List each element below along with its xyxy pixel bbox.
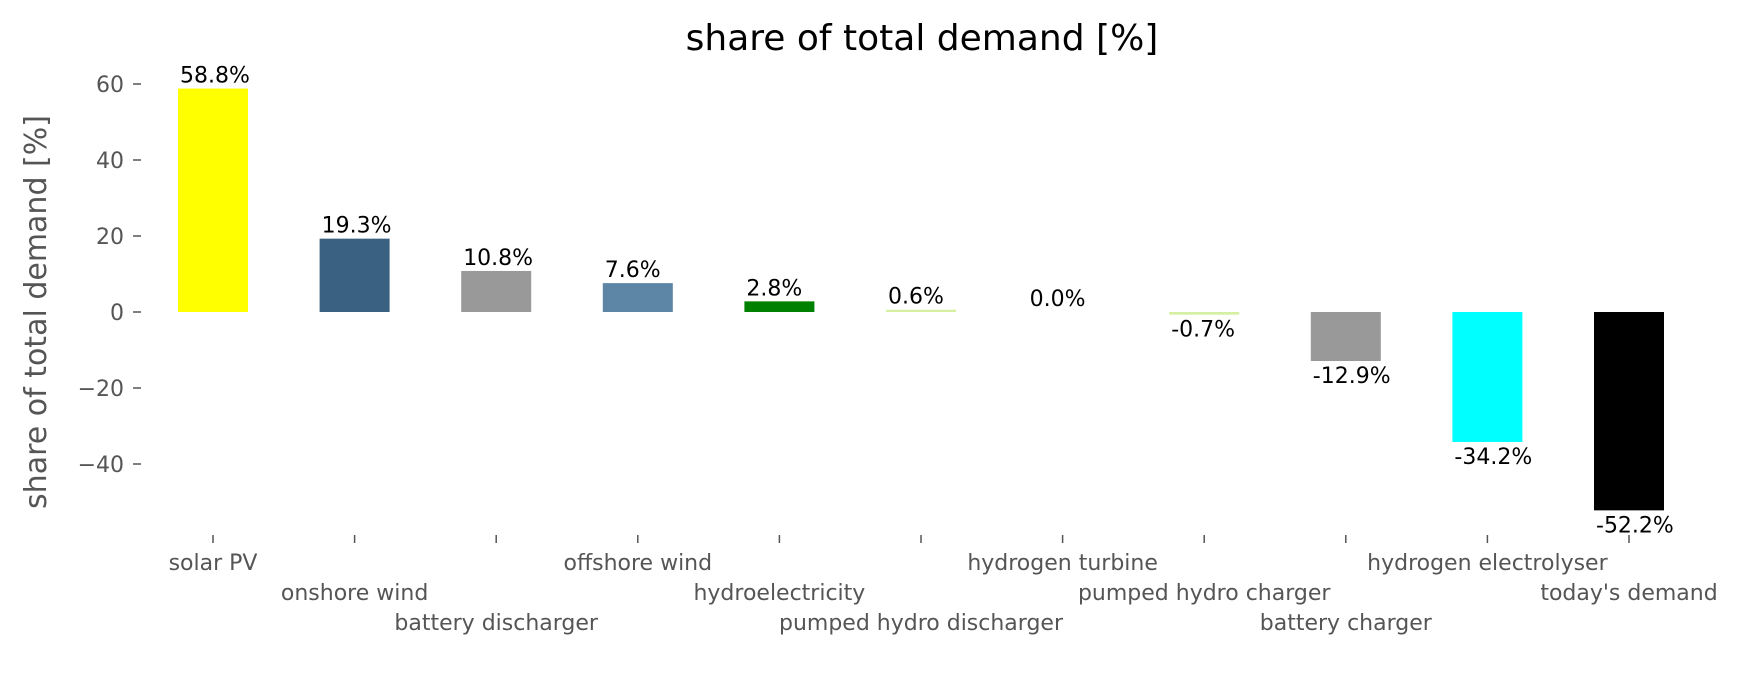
bar (1310, 312, 1381, 362)
x-tick-label: today's demand (1540, 581, 1717, 606)
data-label: -34.2% (1454, 445, 1532, 470)
x-tick-label: battery charger (1260, 611, 1433, 636)
bar (886, 309, 956, 312)
x-tick-label: hydrogen turbine (967, 551, 1158, 576)
y-tick-label: −40 (78, 453, 124, 478)
y-tick-label: 0 (110, 301, 124, 326)
x-axis: solar PV onshore wind battery discharger of… (169, 535, 1718, 636)
bar (319, 238, 390, 312)
data-label: 7.6% (605, 258, 661, 283)
chart-title: share of total demand [%] (686, 18, 1159, 59)
x-tick-label: pumped hydro discharger (779, 611, 1064, 636)
x-tick-label: onshore wind (281, 581, 428, 606)
data-label: 2.8% (746, 276, 802, 301)
bar (1452, 312, 1523, 442)
y-axis-label: share of total demand [%] (19, 115, 54, 509)
y-axis: 60 40 20 0 −20 −40 (78, 73, 141, 478)
y-tick-label: 20 (96, 225, 124, 250)
data-label: -12.9% (1313, 364, 1391, 389)
x-tick-label: hydrogen electrolyser (1367, 551, 1608, 576)
bar (602, 283, 673, 312)
data-label: 10.8% (463, 246, 533, 271)
y-tick-label: 60 (96, 73, 124, 98)
y-tick-label: 40 (96, 149, 124, 174)
x-tick-label: hydroelectricity (693, 581, 865, 606)
data-label: 0.6% (888, 285, 944, 310)
x-tick-label: pumped hydro charger (1078, 581, 1331, 606)
bar (461, 270, 532, 312)
bars: 58.8% 19.3% 10.8% 7.6% 2.8% 0.6% 0.0% -0.7% -12.… (178, 64, 1674, 538)
bar (1169, 312, 1240, 315)
bar (178, 88, 248, 312)
data-label: -52.2% (1596, 513, 1674, 538)
y-tick-label: −20 (78, 377, 124, 402)
data-label: 0.0% (1030, 287, 1086, 312)
bar (744, 301, 815, 312)
data-label: -0.7% (1171, 318, 1235, 343)
x-tick-label: offshore wind (564, 551, 713, 576)
data-label: 58.8% (180, 64, 250, 89)
data-label: 19.3% (322, 214, 392, 239)
x-tick-label: battery discharger (394, 611, 599, 636)
bar (1594, 312, 1664, 511)
x-tick-label: solar PV (169, 551, 258, 576)
